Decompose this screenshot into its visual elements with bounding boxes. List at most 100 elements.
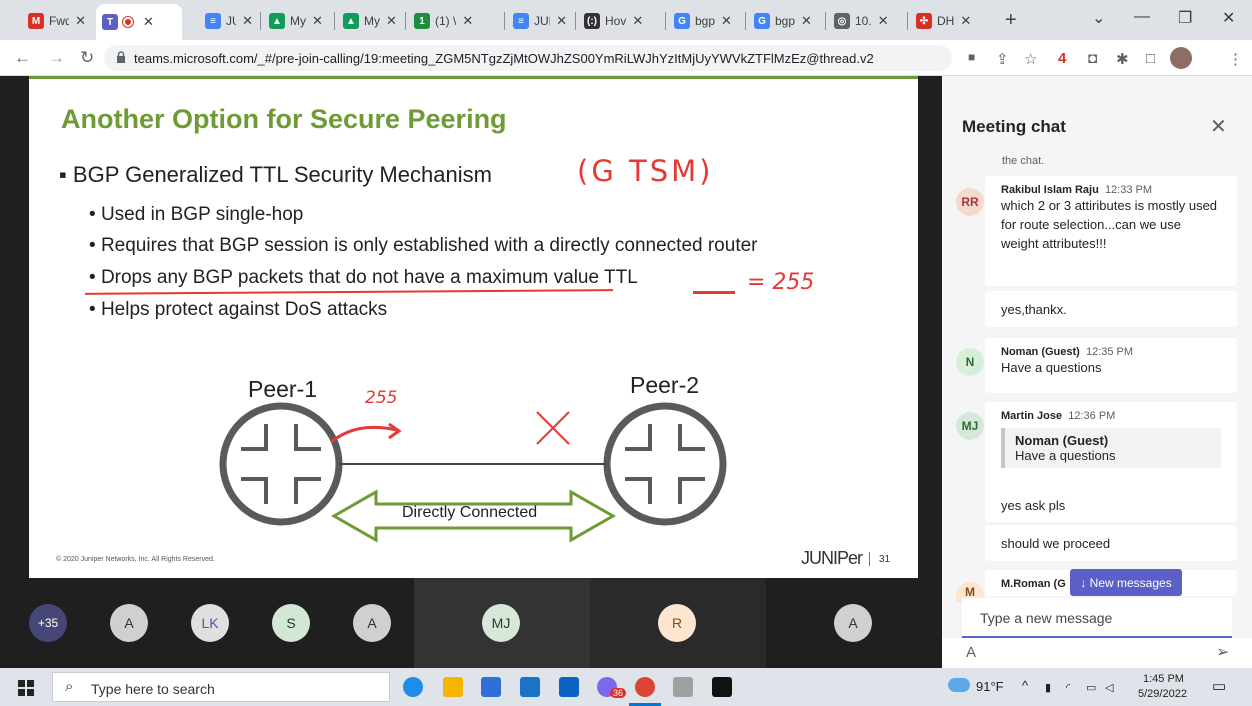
file-explorer-icon[interactable] <box>443 677 463 697</box>
tab-search-icon[interactable]: ⌄ <box>1092 10 1106 27</box>
outlook-icon[interactable] <box>559 677 579 697</box>
weather-temp: 91°F <box>976 679 1004 694</box>
battery-icon[interactable]: ▭ <box>1086 682 1097 694</box>
notifications-icon[interactable]: ▭ <box>1212 678 1227 695</box>
tab-close-icon[interactable]: ✕ <box>960 13 972 28</box>
chat-message[interactable]: Martin Jose 12:36 PM Noman (Guest) Have … <box>985 402 1237 490</box>
message-body: which 2 or 3 attiributes is mostly used … <box>1001 198 1218 251</box>
browser-tab-8[interactable]: (:)Hov✕ <box>578 6 662 36</box>
tab-close-icon[interactable]: ✕ <box>143 14 154 29</box>
participant-avatar[interactable]: A <box>110 604 148 642</box>
tab-favicon-icon: ◎ <box>834 13 850 29</box>
share-icon[interactable]: ⇪ <box>996 51 1009 68</box>
participant-avatar[interactable]: S <box>272 604 310 642</box>
store-icon[interactable] <box>481 677 501 697</box>
participant-avatar[interactable]: A <box>834 604 872 642</box>
url-bar[interactable]: teams.microsoft.com/_#/pre-join-calling/… <box>104 45 952 71</box>
edge-icon[interactable] <box>403 677 423 697</box>
chrome-menu-icon[interactable]: ⋮ <box>1228 51 1243 68</box>
mic-icon[interactable]: ▮ <box>1045 682 1052 694</box>
clock-date[interactable]: 5/29/2022 <box>1138 688 1187 700</box>
show-hidden-icons-icon[interactable]: ^ <box>1022 678 1029 693</box>
tab-close-icon[interactable]: ✕ <box>386 13 397 28</box>
minimize-button[interactable]: — <box>1134 8 1150 25</box>
taskbar-search-input[interactable]: ⌕ Type here to search <box>52 672 390 702</box>
chrome-icon[interactable] <box>635 677 655 697</box>
reload-button[interactable]: ↻ <box>80 48 95 67</box>
browser-tab-3[interactable]: ≡JUN✕ <box>199 6 259 36</box>
volume-icon[interactable]: ◁ <box>1105 682 1114 694</box>
format-icon[interactable]: A <box>966 644 977 661</box>
tab-close-icon[interactable]: ✕ <box>242 13 253 28</box>
browser-tab-12[interactable]: ✣DH✕ <box>910 6 996 36</box>
tab-separator <box>260 12 261 30</box>
tab-title: Fwd <box>49 14 70 28</box>
tab-title: JUN <box>534 14 550 28</box>
chat-message[interactable]: Noman (Guest) 12:35 PM Have a questions <box>985 338 1237 393</box>
tab-close-icon[interactable]: ✕ <box>721 13 732 28</box>
participant-avatar[interactable]: A <box>353 604 391 642</box>
avatar: M <box>956 582 984 602</box>
tab-separator <box>575 12 576 30</box>
back-button[interactable]: ← <box>14 48 31 67</box>
participant-avatar[interactable]: MJ <box>482 604 520 642</box>
restore-button[interactable]: ❐ <box>1178 10 1193 27</box>
weather-icon[interactable] <box>948 678 970 692</box>
extensions-puzzle-icon[interactable]: ✱ <box>1116 51 1129 68</box>
windows-start-icon[interactable] <box>18 680 34 696</box>
chat-message[interactable]: yes,thankx. <box>985 291 1237 327</box>
browser-tab-6[interactable]: 1(1) \✕ <box>408 6 500 36</box>
main-bullet-text: BGP Generalized TTL Security Mechanism <box>72 162 492 187</box>
wifi-icon[interactable]: ◜ <box>1066 682 1071 694</box>
message-author: Martin Jose <box>1001 410 1063 422</box>
close-chat-icon[interactable]: ✕ <box>1210 116 1227 138</box>
sub-bullet-4-text: Helps protect against DoS attacks <box>100 299 388 320</box>
bookmark-star-icon[interactable]: ☆ <box>1024 51 1038 68</box>
send-icon[interactable]: ➢ <box>1216 644 1230 661</box>
sub-bullet-3-text: Drops any BGP packets that do not have a… <box>100 267 638 288</box>
browser-tab-4[interactable]: ▲My✕ <box>263 6 333 36</box>
participant-avatar[interactable]: LK <box>191 604 229 642</box>
new-tab-button[interactable]: + <box>1005 9 1017 31</box>
directly-connected-label: Directly Connected <box>402 504 538 521</box>
tab-close-icon[interactable]: ✕ <box>801 13 812 28</box>
extension-4-icon[interactable]: 4 <box>1058 50 1067 67</box>
message-body: should we proceed <box>1001 536 1111 551</box>
forward-button[interactable]: → <box>48 48 65 67</box>
tab-close-icon[interactable]: ✕ <box>632 13 644 28</box>
browser-tab-11[interactable]: ◎10.✕ <box>828 6 904 36</box>
chat-message[interactable]: yes ask pls <box>985 490 1237 522</box>
clock-time[interactable]: 1:45 PM <box>1143 673 1184 685</box>
tab-separator <box>334 12 335 30</box>
close-window-button[interactable]: ✕ <box>1222 10 1236 27</box>
browser-tab-7[interactable]: ≡JUN✕ <box>507 6 573 36</box>
chat-message[interactable]: Rakibul Islam Raju 12:33 PM which 2 or 3… <box>985 176 1237 286</box>
tab-close-icon[interactable]: ✕ <box>75 13 86 28</box>
side-panel-icon[interactable]: □ <box>1146 50 1156 67</box>
tab-close-icon[interactable]: ✕ <box>312 13 323 28</box>
chat-message[interactable]: should we proceed <box>985 525 1237 561</box>
terminal-icon[interactable] <box>712 677 732 697</box>
tab-close-icon[interactable]: ✕ <box>462 13 474 28</box>
profile-avatar[interactable] <box>1170 47 1192 69</box>
browser-tab-5[interactable]: ▲My✕ <box>337 6 403 36</box>
more-participants-button[interactable]: +35 <box>29 604 67 642</box>
annotation-ttl-underline <box>693 291 735 294</box>
new-messages-button[interactable]: ↓ New messages <box>1070 569 1182 596</box>
tab-close-icon[interactable]: ✕ <box>556 13 567 28</box>
snipping-tool-icon[interactable] <box>673 677 693 697</box>
browser-tab-2[interactable]: T✕ <box>96 4 182 40</box>
sub-bullet-1: • Used in BGP single-hop <box>89 204 304 225</box>
participant-avatar[interactable]: R <box>658 604 696 642</box>
tab-close-icon[interactable]: ✕ <box>877 13 889 28</box>
compose-box[interactable]: Type a new message <box>962 598 1232 638</box>
tab-favicon-icon: M <box>28 13 44 29</box>
quoted-message[interactable]: Noman (Guest) Have a questions <box>1001 428 1221 468</box>
browser-tab-1[interactable]: M Fwd ✕ <box>22 6 92 36</box>
mail-icon[interactable] <box>520 677 540 697</box>
screenshot-extension-icon[interactable]: ◘ <box>1088 50 1098 67</box>
camera-blocked-icon[interactable]: ■ <box>968 50 976 64</box>
peer-1-router-icon <box>219 402 343 526</box>
